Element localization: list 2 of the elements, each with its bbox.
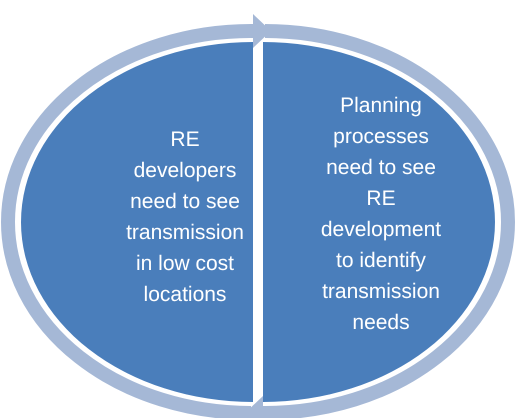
node-text: RE developers need to see transmission in low cost locations xyxy=(125,127,245,308)
node-text: Planning processes need to see RE development to identify transmission needs xyxy=(320,93,442,336)
